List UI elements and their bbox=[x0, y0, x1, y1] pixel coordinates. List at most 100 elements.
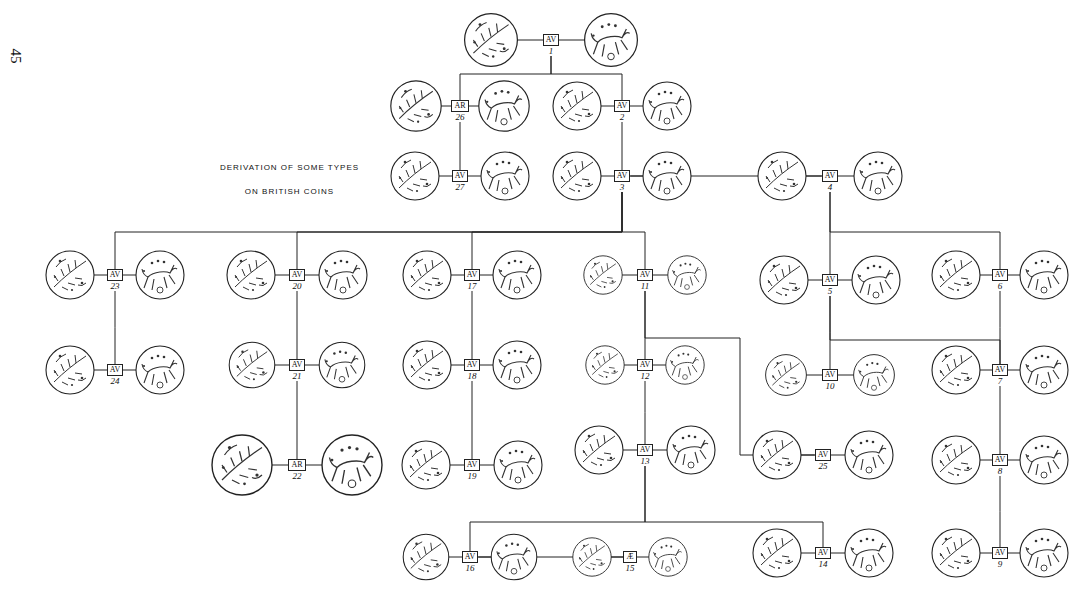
coin-type-node: AV20 bbox=[289, 269, 306, 291]
coin-type-node: AR26 bbox=[451, 100, 468, 122]
figure-number: 7 bbox=[997, 376, 1004, 386]
figure-number: 2 bbox=[619, 112, 626, 122]
metal-symbol: AV bbox=[464, 459, 481, 471]
coin-type-node: AV21 bbox=[289, 359, 306, 381]
metal-symbol: AV bbox=[289, 269, 306, 281]
metal-symbol: AV bbox=[822, 274, 839, 286]
derivation-line bbox=[830, 192, 1000, 269]
figure-number: 27 bbox=[455, 182, 466, 192]
figure-number: 26 bbox=[455, 112, 466, 122]
figure-number: 25 bbox=[818, 461, 829, 471]
metal-symbol: AV bbox=[462, 551, 479, 563]
derivation-line bbox=[472, 381, 473, 459]
figure-number: 5 bbox=[827, 286, 834, 296]
coin-type-node: AV5 bbox=[822, 274, 839, 296]
figure-number: 13 bbox=[640, 456, 651, 466]
figure-number: 4 bbox=[827, 182, 834, 192]
figure-number: 6 bbox=[997, 281, 1004, 291]
coin-type-node: AV4 bbox=[822, 170, 839, 192]
coin-type-node: AV7 bbox=[992, 364, 1009, 386]
coin-type-node: AV27 bbox=[452, 170, 469, 192]
metal-symbol: AV bbox=[614, 100, 631, 112]
derivation-line bbox=[115, 291, 116, 364]
metal-symbol: AV bbox=[992, 269, 1009, 281]
metal-symbol: AV bbox=[289, 359, 306, 371]
figure-number: 23 bbox=[110, 281, 121, 291]
coin-type-node: AV10 bbox=[822, 369, 839, 391]
coin-type-node: AV1 bbox=[543, 34, 560, 56]
figure-number: 14 bbox=[818, 559, 829, 569]
metal-symbol: AR bbox=[288, 459, 305, 471]
coin-type-node: AV25 bbox=[815, 449, 832, 471]
coin-type-node: AV16 bbox=[462, 551, 479, 573]
figure-number: 10 bbox=[825, 381, 836, 391]
derivation-line bbox=[297, 291, 298, 359]
derivation-line bbox=[622, 192, 645, 269]
derivation-line bbox=[115, 192, 622, 269]
metal-symbol: AV bbox=[614, 170, 631, 182]
coin-type-node: Æ15 bbox=[623, 551, 636, 573]
metal-symbol: AV bbox=[107, 364, 124, 376]
derivation-line bbox=[460, 122, 461, 170]
metal-symbol: AV bbox=[992, 454, 1009, 466]
coin-type-node: AV13 bbox=[637, 444, 654, 466]
figure-number: 20 bbox=[292, 281, 303, 291]
derivation-line bbox=[645, 381, 646, 444]
metal-symbol: AV bbox=[107, 269, 124, 281]
metal-symbol: AV bbox=[452, 170, 469, 182]
coin-type-node: AR22 bbox=[288, 459, 305, 481]
metal-symbol: AV bbox=[822, 369, 839, 381]
metal-symbol: AV bbox=[637, 269, 654, 281]
coin-type-node: AV23 bbox=[107, 269, 124, 291]
figure-number: 8 bbox=[997, 466, 1004, 476]
metal-symbol: AV bbox=[992, 364, 1009, 376]
metal-symbol: AV bbox=[637, 444, 654, 456]
figure-number: 17 bbox=[467, 281, 478, 291]
metal-symbol: AV bbox=[815, 547, 832, 559]
derivation-line bbox=[1000, 386, 1001, 454]
coin-type-node: AV6 bbox=[992, 269, 1009, 291]
coin-type-node: AV17 bbox=[464, 269, 481, 291]
diagram-title: DERIVATION OF SOME TYPES ON BRITISH COIN… bbox=[212, 156, 367, 204]
figure-number: 9 bbox=[997, 559, 1004, 569]
coin-type-node: AV3 bbox=[614, 170, 631, 192]
coin-type-node: AV19 bbox=[464, 459, 481, 481]
derivation-line bbox=[1000, 476, 1001, 547]
figure-number: 19 bbox=[467, 471, 478, 481]
figure-number: 22 bbox=[292, 471, 303, 481]
coin-type-node: AV14 bbox=[815, 547, 832, 569]
coin-type-node: AV18 bbox=[464, 359, 481, 381]
coin-type-node: AV8 bbox=[992, 454, 1009, 476]
derivation-line bbox=[622, 122, 623, 170]
figure-number: 15 bbox=[625, 563, 636, 573]
coin-type-node: AV12 bbox=[637, 359, 654, 381]
figure-number: 21 bbox=[292, 371, 303, 381]
derivation-line bbox=[472, 291, 473, 359]
derivation-line bbox=[297, 381, 298, 459]
coin-type-node: AV11 bbox=[637, 269, 654, 291]
metal-symbol: AV bbox=[815, 449, 832, 461]
metal-symbol: Æ bbox=[623, 551, 636, 563]
metal-symbol: AV bbox=[543, 34, 560, 46]
figure-number: 24 bbox=[110, 376, 121, 386]
coin-type-node: AV9 bbox=[992, 547, 1009, 569]
metal-symbol: AV bbox=[637, 359, 654, 371]
metal-symbol: AV bbox=[464, 269, 481, 281]
derivation-line bbox=[645, 291, 815, 455]
metal-symbol: AV bbox=[992, 547, 1009, 559]
derivation-line bbox=[830, 296, 1000, 364]
coin-type-node: AV2 bbox=[614, 100, 631, 122]
metal-symbol: AV bbox=[464, 359, 481, 371]
figure-number: 12 bbox=[640, 371, 651, 381]
derivation-line bbox=[1000, 291, 1001, 364]
figure-number: 1 bbox=[548, 46, 555, 56]
figure-number: 11 bbox=[640, 281, 650, 291]
derivation-line bbox=[470, 466, 645, 551]
metal-symbol: AV bbox=[822, 170, 839, 182]
page-number: 45 bbox=[8, 49, 24, 64]
metal-symbol: AR bbox=[451, 100, 468, 112]
figure-number: 16 bbox=[465, 563, 476, 573]
